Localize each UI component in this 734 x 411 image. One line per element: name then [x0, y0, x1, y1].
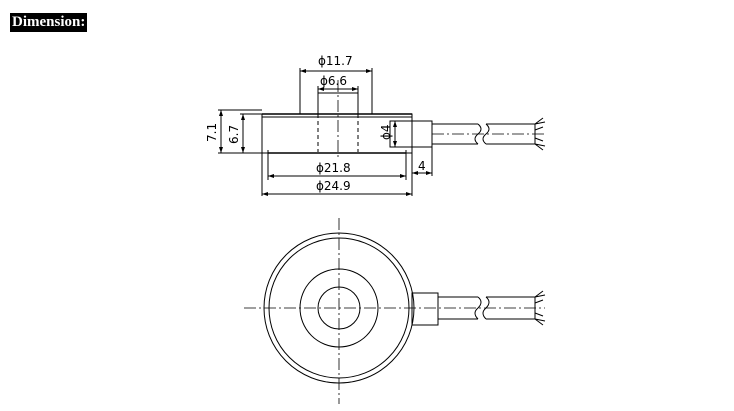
dim-top-outer: ϕ11.7: [318, 54, 353, 68]
dim-cable-gland: ϕ4: [379, 124, 393, 140]
dim-body-outer: ϕ24.9: [316, 179, 351, 193]
dim-gland-length: 4: [418, 159, 426, 173]
dim-body-height: 6.7: [227, 125, 241, 144]
top-view: [244, 218, 546, 404]
dim-body-bottom: ϕ21.8: [316, 161, 351, 175]
dim-total-height: 7.1: [205, 123, 219, 142]
dimension-heading: Dimension:: [10, 13, 88, 32]
cable-gland-top: [411, 292, 439, 326]
load-button: [317, 92, 359, 115]
dim-top-inner: ϕ6.6: [320, 74, 347, 88]
side-view: ϕ11.7 ϕ6.6 ϕ21.8 ϕ24.9 4 7.1: [205, 54, 546, 196]
